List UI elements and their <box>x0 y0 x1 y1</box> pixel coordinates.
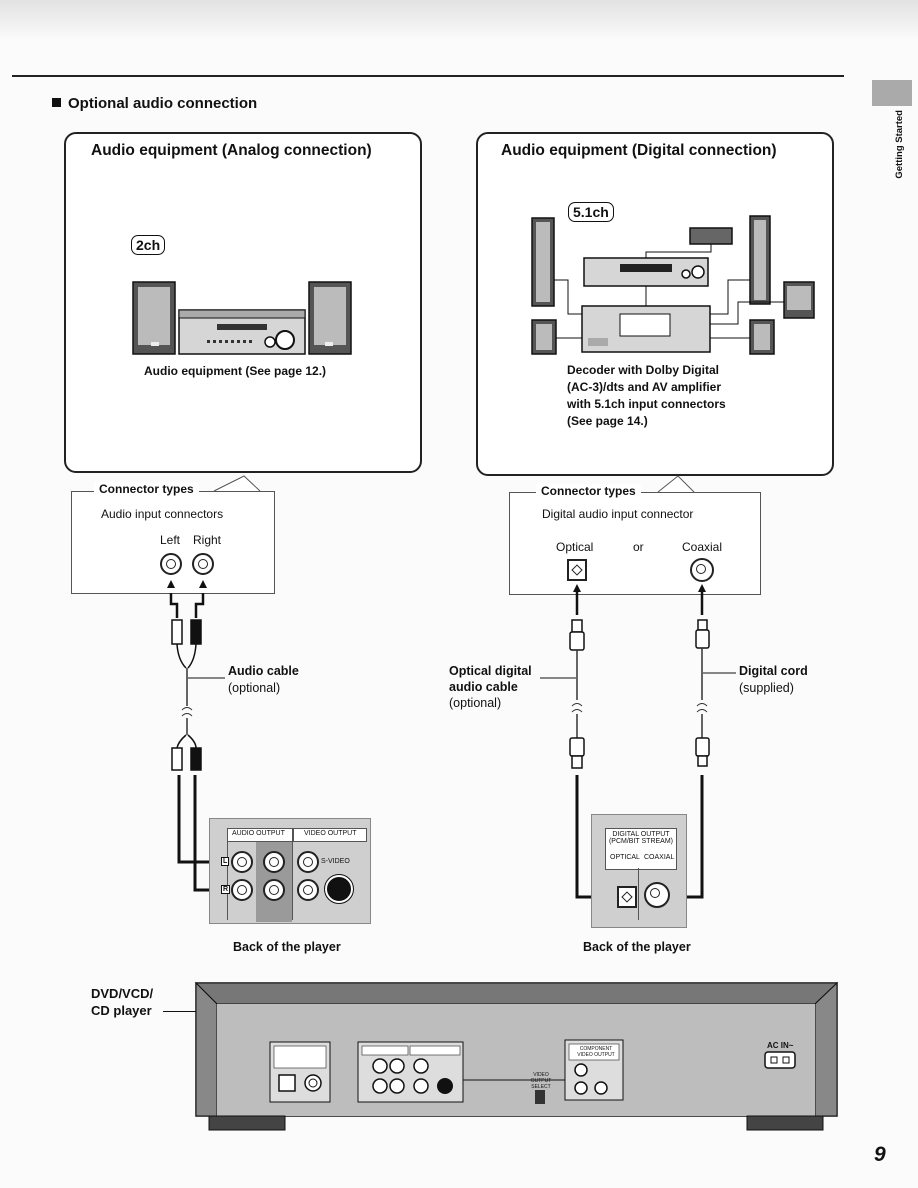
analog-back-caption: Back of the player <box>233 940 341 954</box>
optical-cable-label-line1: Optical digital <box>449 664 532 678</box>
audio-output-l-jack-icon <box>231 851 253 873</box>
svideo-label: S-VIDEO <box>321 858 350 865</box>
audio-output-label: AUDIO OUTPUT <box>232 830 285 837</box>
analog-connector-desc: Audio input connectors <box>101 507 224 521</box>
section-title-text: Optional audio connection <box>68 95 258 112</box>
square-bullet-icon <box>52 98 61 107</box>
player-label-line1: DVD/VCD/ <box>91 986 154 1001</box>
ac-in-label: AC IN~ <box>767 1041 794 1050</box>
audio-output-r-jack-icon <box>231 879 253 901</box>
optical-input-port-icon <box>567 559 587 581</box>
digital-caption-line2: (AC-3)/dts and AV amplifier <box>567 380 722 394</box>
player-leader-line <box>163 1011 198 1012</box>
page-number: 9 <box>874 1143 886 1166</box>
right-audio-input-jack-icon <box>192 553 214 575</box>
right-label: Right <box>193 533 222 547</box>
component-output-label: COMPONENT VIDEO OUTPUT <box>577 1046 615 1058</box>
optical-label: Optical <box>556 540 594 554</box>
video-output-jack-icon <box>297 851 319 873</box>
digital-connector-box <box>509 492 761 595</box>
panel-optical-label: OPTICAL <box>610 854 640 861</box>
video-output-header: VIDEO OUTPUT <box>293 828 367 842</box>
optical-output-port-icon <box>617 886 637 908</box>
optical-cable-label-line2: audio cable <box>449 680 518 694</box>
dvd-player-back-illustration <box>194 981 839 1131</box>
analog-connector-box <box>71 491 275 594</box>
coaxial-input-jack-icon <box>690 558 714 582</box>
header-rule <box>12 75 844 77</box>
svideo-port-icon <box>324 874 354 904</box>
analog-panel-shade <box>256 828 292 922</box>
left-label: Left <box>160 533 181 547</box>
digital-channel-badge: 5.1ch <box>568 202 614 222</box>
audio-output-l2-jack-icon <box>263 851 285 873</box>
digital-caption-line4: (See page 14.) <box>567 414 648 428</box>
analog-callout-pointer <box>213 475 261 492</box>
player-label: DVD/VCD/ CD player <box>91 985 153 1019</box>
video-output-label: VIDEO OUTPUT <box>304 830 357 837</box>
optical-cable-note: (optional) <box>449 696 502 710</box>
video-output2-jack-icon <box>297 879 319 901</box>
digital-connector-desc: Digital audio input connector <box>542 507 694 521</box>
chapter-tab <box>872 80 912 106</box>
digital-cord-label: Digital cord <box>739 664 808 678</box>
digital-connector-title: Connector types <box>536 484 641 498</box>
coaxial-label: Coaxial <box>682 540 723 554</box>
digital-cord-note: (supplied) <box>739 681 794 695</box>
player-label-line2: CD player <box>91 1003 152 1018</box>
digital-back-caption: Back of the player <box>583 940 691 954</box>
page-top-strip <box>0 0 918 40</box>
panel-l-marker: L <box>221 857 230 866</box>
pcm-bitstream-label: (PCM/BIT STREAM) <box>608 838 674 845</box>
or-label: or <box>633 540 644 554</box>
section-title: Optional audio connection <box>52 95 257 112</box>
digital-callout-pointer <box>657 475 695 493</box>
analog-equipment-caption: Audio equipment (See page 12.) <box>144 364 327 378</box>
analog-box <box>64 132 422 473</box>
panel-coaxial-label: COAXIAL <box>644 854 675 861</box>
analog-connector-title: Connector types <box>94 482 199 496</box>
audio-cable-note: (optional) <box>228 681 281 695</box>
digital-box-title: Audio equipment (Digital connection) <box>501 142 777 159</box>
left-audio-input-jack-icon <box>160 553 182 575</box>
panel-r-marker: R <box>221 885 231 894</box>
analog-box-title: Audio equipment (Analog connection) <box>91 142 372 159</box>
stereo-system-illustration <box>132 281 352 355</box>
audio-output-r2-jack-icon <box>263 879 285 901</box>
digital-equipment-caption: Decoder with Dolby Digital (AC-3)/dts an… <box>567 362 726 430</box>
analog-channel-badge: 2ch <box>131 235 166 255</box>
surround-system-illustration <box>531 215 815 355</box>
video-output-select-label: VIDEO OUTPUT SELECT <box>530 1072 552 1090</box>
digital-output-label: DIGITAL OUTPUT <box>612 831 670 838</box>
audio-cable-label: Audio cable <box>228 664 299 678</box>
digital-caption-line3: with 5.1ch input connectors <box>567 397 726 411</box>
digital-output-header: DIGITAL OUTPUT (PCM/BIT STREAM) OPTICAL … <box>605 828 677 870</box>
coaxial-output-jack-icon <box>644 882 670 908</box>
digital-caption-line1: Decoder with Dolby Digital <box>567 363 720 377</box>
